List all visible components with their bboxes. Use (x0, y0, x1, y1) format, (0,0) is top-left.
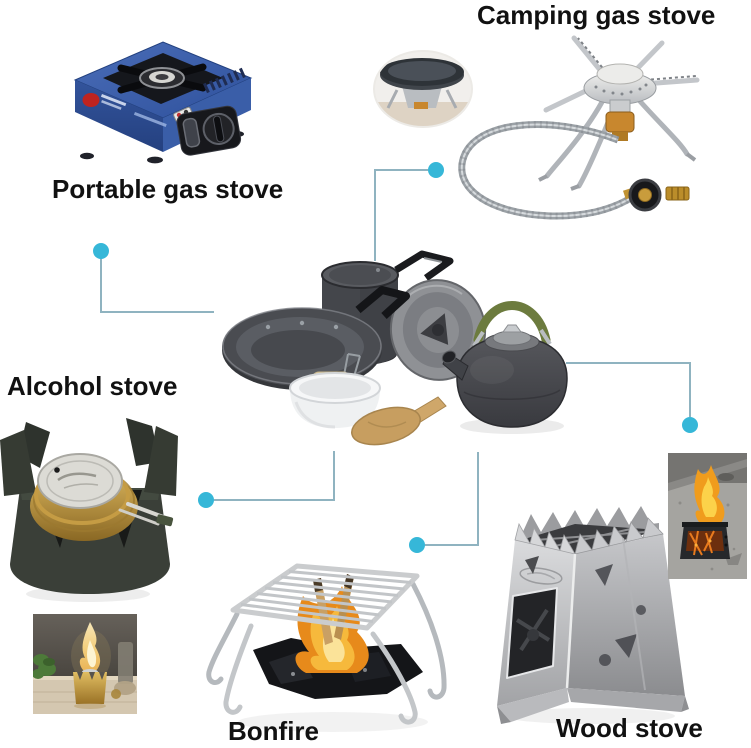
burner-cap (37, 453, 123, 509)
vent-slits (203, 67, 246, 94)
cookware-set-photo (222, 250, 568, 446)
connector-dot (409, 537, 425, 553)
brand-badge (82, 93, 100, 107)
label-portable-gas-stove: Portable gas stove (52, 174, 284, 204)
connector-wood-stove (566, 362, 698, 433)
brass-cup (73, 672, 107, 704)
alcohol-stove-flame-photo (33, 614, 137, 714)
connector-portable-gas-stove (93, 243, 214, 313)
pan-handle (355, 286, 410, 319)
camping-gas-stove-photo (373, 35, 700, 220)
connector-dot (198, 492, 214, 508)
label-camping-gas-stove: Camping gas stove (477, 0, 716, 30)
label-bonfire: Bonfire (228, 716, 319, 746)
alcohol-stove-photo (0, 418, 178, 602)
crown-spikes-right (574, 517, 664, 555)
grate-frame (230, 563, 420, 631)
connector-camping-gas-stove (374, 162, 444, 261)
label-wood-stove: Wood stove (556, 713, 703, 743)
grill-legs-back (206, 581, 447, 700)
connector-dot (428, 162, 444, 178)
connector-bonfire (409, 452, 479, 553)
wooden-spatula (351, 396, 447, 446)
kettle-handle (473, 301, 551, 345)
crown-spikes-left (514, 522, 576, 555)
valve (605, 111, 635, 133)
frying-pan (222, 286, 410, 390)
grate-bars (240, 570, 412, 623)
wood-stove-inset-photo (668, 453, 747, 579)
grill-legs-front (223, 623, 418, 725)
bonfire-grill-photo (206, 563, 447, 732)
connector-alcohol-stove (198, 451, 335, 508)
pot-lid (389, 279, 487, 381)
bowl (289, 353, 381, 429)
kettle (441, 301, 568, 434)
connector-dot (682, 417, 698, 433)
serrated-edges (577, 37, 697, 81)
pot-handle (394, 250, 454, 281)
connector-dot (93, 243, 109, 259)
label-alcohol-stove: Alcohol stove (7, 371, 178, 401)
brand-oval (519, 567, 563, 585)
control-knob (176, 105, 242, 156)
portable-gas-stove-photo (73, 41, 253, 164)
wood-stove-photo (497, 506, 689, 724)
